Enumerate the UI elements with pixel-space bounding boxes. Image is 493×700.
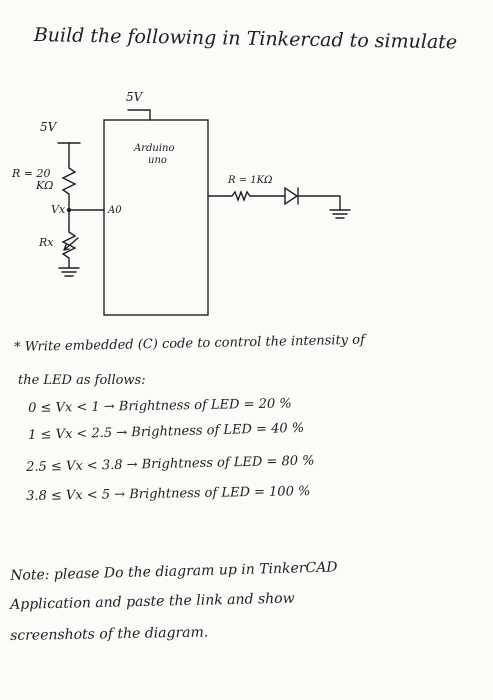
led-resistor-label: R = 1KΩ	[228, 175, 273, 186]
r-top-label-1: R = 20	[12, 167, 51, 180]
circuit-diagram	[57, 109, 351, 316]
supply-top-label: 5V	[126, 90, 143, 104]
note-line-1: Note: please Do the diagram up in Tinker…	[10, 559, 338, 584]
rule-item-4: 3.8 ≤ Vx < 5 → Brightness of LED = 100 %	[26, 484, 311, 504]
rule-item-1: 0 ≤ Vx < 1 → Brightness of LED = 20 %	[28, 396, 292, 416]
rule-item-3: 2.5 ≤ Vx < 3.8 → Brightness of LED = 80 …	[26, 453, 315, 475]
note-line-2: Application and paste the link and show	[10, 590, 295, 613]
board-supply-wire	[127, 109, 151, 121]
top-resistor	[61, 167, 77, 205]
ground-right-symbol	[329, 209, 351, 219]
supply-left-label: 5V	[40, 120, 57, 134]
note-line-3: screenshots of the diagram.	[10, 624, 209, 644]
arduino-board	[103, 119, 209, 316]
pin-a0-label: A0	[108, 205, 122, 216]
rule-item-2: 1 ≤ Vx < 2.5 → Brightness of LED = 40 %	[28, 420, 305, 443]
rx-resistor	[61, 231, 77, 269]
arduino-label-1: Arduino	[134, 143, 175, 154]
vx-label: Vx	[51, 203, 66, 216]
task-line-2: the LED as follows:	[18, 373, 146, 388]
led-resistor	[231, 190, 286, 202]
rx-label: Rx	[39, 236, 54, 249]
ground-left-symbol	[58, 267, 80, 277]
rx-arrow	[63, 237, 79, 251]
r-top-label-2: KΩ	[36, 179, 54, 192]
arduino-label-2: uno	[148, 155, 167, 166]
led-diode	[284, 186, 299, 206]
